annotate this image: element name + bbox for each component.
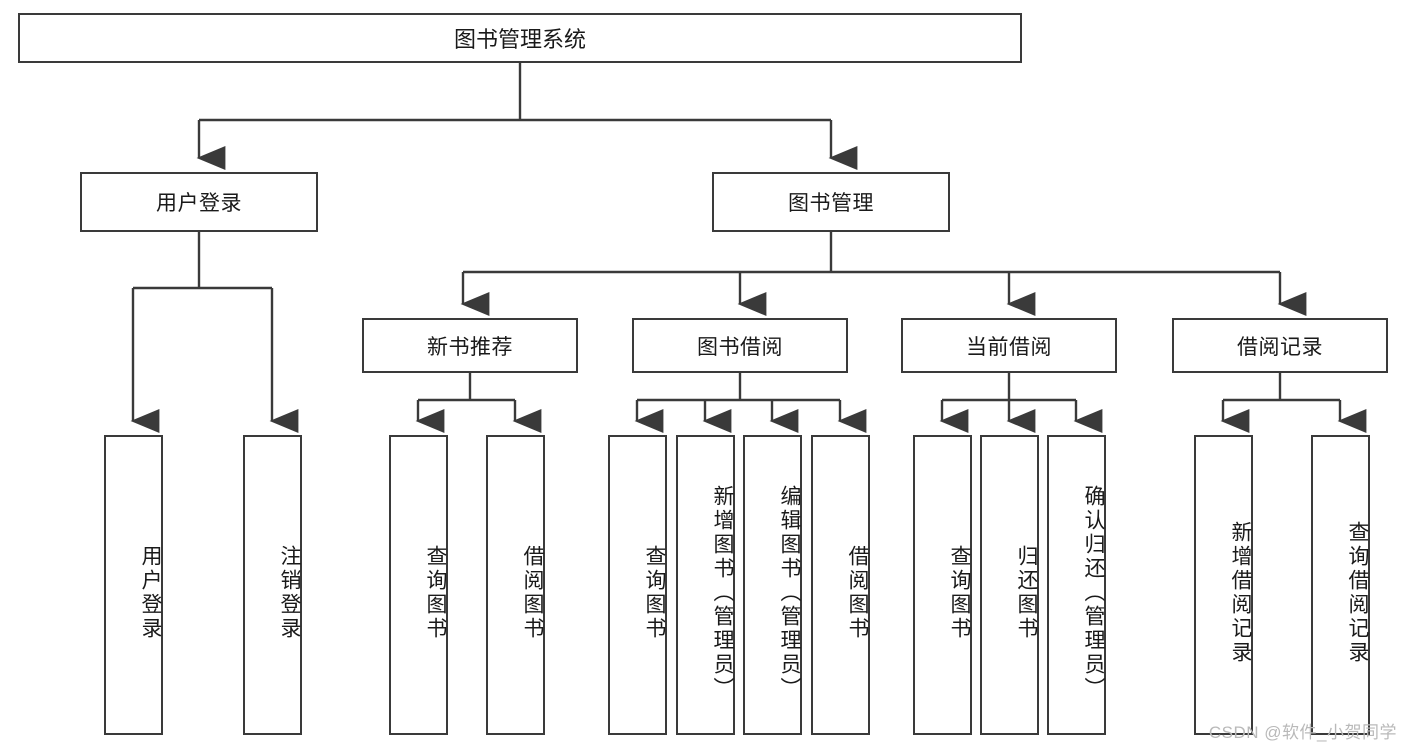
node-label: 图书借阅 [697, 335, 783, 359]
node-leaf-add-book-admin[interactable]: 新增图书（管理员） [676, 435, 735, 735]
node-label: 借阅记录 [1237, 335, 1323, 359]
node-label: 借阅图书 [521, 545, 544, 641]
node-current-borrow[interactable]: 当前借阅 [901, 318, 1117, 373]
node-label: 确认归还（管理员） [1082, 485, 1105, 701]
node-label: 新书推荐 [427, 335, 513, 359]
node-label: 编辑图书（管理员） [778, 485, 801, 701]
node-leaf-query-book-current[interactable]: 查询图书 [913, 435, 972, 735]
node-leaf-add-borrow-record[interactable]: 新增借阅记录 [1194, 435, 1253, 735]
node-book-management[interactable]: 图书管理 [712, 172, 950, 232]
node-leaf-borrow-book-recommend[interactable]: 借阅图书 [486, 435, 545, 735]
node-label: 查询图书 [948, 545, 971, 641]
node-label: 借阅图书 [846, 545, 869, 641]
node-label: 用户登录 [156, 192, 242, 215]
node-leaf-edit-book-admin[interactable]: 编辑图书（管理员） [743, 435, 802, 735]
node-user-login[interactable]: 用户登录 [80, 172, 318, 232]
node-leaf-user-logout[interactable]: 注销登录 [243, 435, 302, 735]
node-label: 查询图书 [424, 545, 447, 641]
node-root-book-management-system[interactable]: 图书管理系统 [18, 13, 1022, 63]
node-label: 查询借阅记录 [1346, 521, 1369, 665]
node-label: 归还图书 [1015, 545, 1038, 641]
node-label: 注销登录 [278, 545, 301, 641]
node-leaf-query-book-borrow[interactable]: 查询图书 [608, 435, 667, 735]
node-new-book-recommend[interactable]: 新书推荐 [362, 318, 578, 373]
node-leaf-return-book[interactable]: 归还图书 [980, 435, 1039, 735]
watermark: CSDN @软件_小贺同学 [1208, 723, 1397, 742]
node-label: 图书管理 [788, 192, 874, 215]
node-label: 用户登录 [139, 545, 162, 641]
node-label: 查询图书 [643, 545, 666, 641]
node-borrow-records[interactable]: 借阅记录 [1172, 318, 1388, 373]
node-leaf-query-borrow-record[interactable]: 查询借阅记录 [1311, 435, 1370, 735]
node-label: 新增借阅记录 [1229, 521, 1252, 665]
node-book-borrow[interactable]: 图书借阅 [632, 318, 848, 373]
node-label: 当前借阅 [966, 335, 1052, 359]
node-leaf-user-login[interactable]: 用户登录 [104, 435, 163, 735]
node-label: 图书管理系统 [453, 27, 586, 52]
node-leaf-borrow-book[interactable]: 借阅图书 [811, 435, 870, 735]
node-label: 新增图书（管理员） [711, 485, 734, 701]
node-leaf-confirm-return-admin[interactable]: 确认归还（管理员） [1047, 435, 1106, 735]
node-leaf-query-book-recommend[interactable]: 查询图书 [389, 435, 448, 735]
